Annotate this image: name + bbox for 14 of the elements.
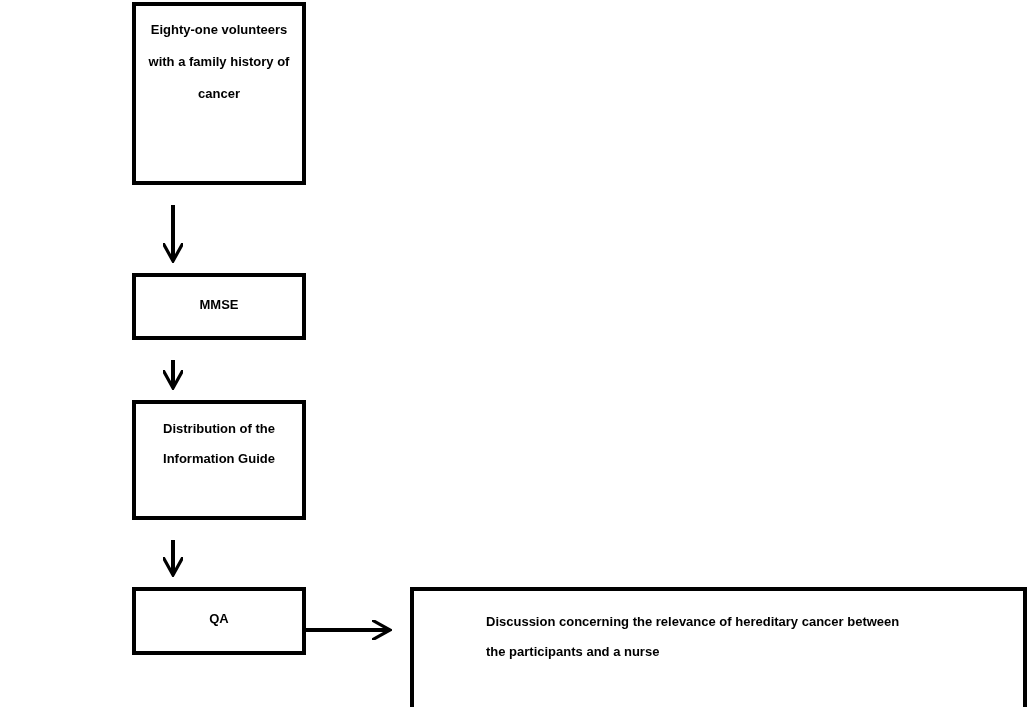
process-box [132, 587, 306, 655]
box-text: Eighty-one volunteers with a family history of cancer [147, 21, 291, 103]
process-box [132, 2, 306, 185]
box-text: QA [208, 610, 230, 628]
arrow [161, 205, 185, 263]
arrow [161, 540, 185, 577]
box-text: MMSE [198, 296, 240, 314]
box-text: Distribution of the Information Guide [162, 420, 276, 468]
box-text: Discussion concerning the relevance of hereditary cancer between the participants and a nurse [486, 613, 901, 661]
process-box [132, 400, 306, 520]
arrow [306, 618, 392, 642]
process-box [410, 587, 1027, 707]
process-box [132, 273, 306, 340]
arrow [161, 360, 185, 390]
